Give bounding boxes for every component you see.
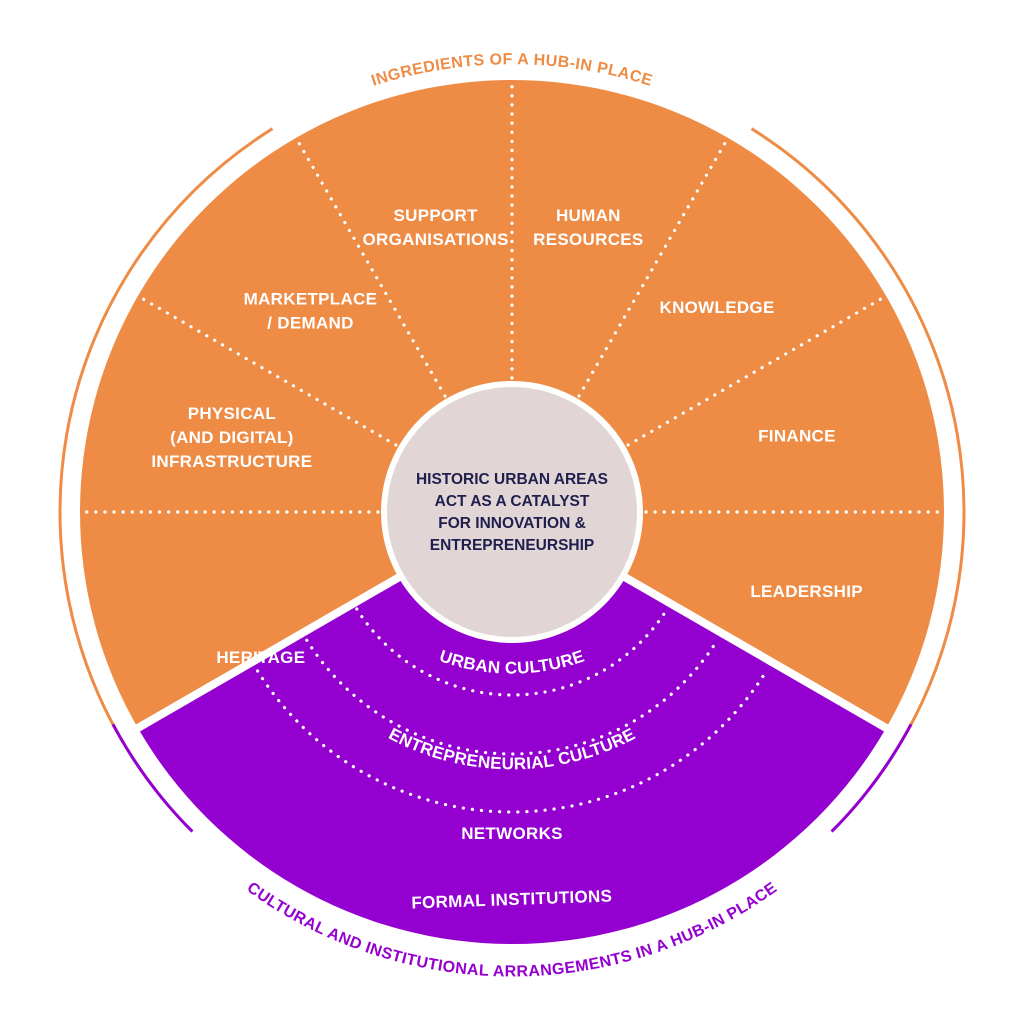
arrangements-sector [134, 512, 890, 944]
arrangement-separator [355, 607, 669, 697]
arrangement-label-networks: NETWORKS [461, 824, 563, 843]
outer-ring-arc-purple-left [111, 723, 194, 833]
center-statement-line: ACT AS A CATALYST [435, 493, 590, 510]
ingredient-label-support-organisations: ORGANISATIONS [363, 230, 509, 249]
outer-ring [58, 127, 966, 833]
ingredient-label-support-organisations: SUPPORT [394, 206, 479, 225]
sector-border-right [620, 572, 890, 733]
center-circle [381, 381, 643, 643]
ingredient-separator [296, 139, 447, 398]
outer-ring-arc-purple-right [830, 723, 913, 833]
ingredient-label-marketplace-demand: / DEMAND [267, 313, 353, 332]
ingredient-label-human-resources: HUMAN [556, 206, 621, 225]
ingredient-label-heritage: HERITAGE [216, 648, 305, 667]
sector-border-left [134, 572, 404, 733]
arrangement-separator [305, 638, 719, 756]
center-statement-line: HISTORIC URBAN AREAS [416, 471, 608, 488]
ingredient-label-physical-infrastructure: INFRASTRUCTURE [151, 452, 312, 471]
ingredient-separator [626, 296, 885, 447]
outer-ring-arc-left [58, 127, 274, 792]
center-statement: HISTORIC URBAN AREAS ACT AS A CATALYST FOR… [416, 471, 608, 554]
center-statement-line: ENTREPRENEURSHIP [430, 537, 595, 554]
center-statement-line: FOR INNOVATION & [438, 515, 586, 532]
ingredient-label-physical-infrastructure: (AND DIGITAL) [170, 428, 294, 447]
ingredient-label-leadership: LEADERSHIP [750, 582, 863, 601]
ingredient-separator [577, 139, 728, 398]
ingredient-label-knowledge: KNOWLEDGE [660, 298, 775, 317]
ingredient-label-marketplace-demand: MARKETPLACE [244, 289, 378, 308]
sector-separators [82, 82, 942, 814]
ingredient-label-physical-infrastructure: PHYSICAL [188, 404, 276, 423]
ingredient-label-human-resources: RESOURCES [533, 230, 643, 249]
arrangement-separator [255, 669, 769, 814]
outer-ring-arc-right [750, 127, 966, 792]
ingredient-label-finance: FINANCE [758, 427, 836, 446]
ingredient-separator [139, 296, 398, 447]
ingredient-labels: HERITAGE PHYSICAL (AND DIGITAL) INFRASTRUCT… [151, 206, 862, 667]
